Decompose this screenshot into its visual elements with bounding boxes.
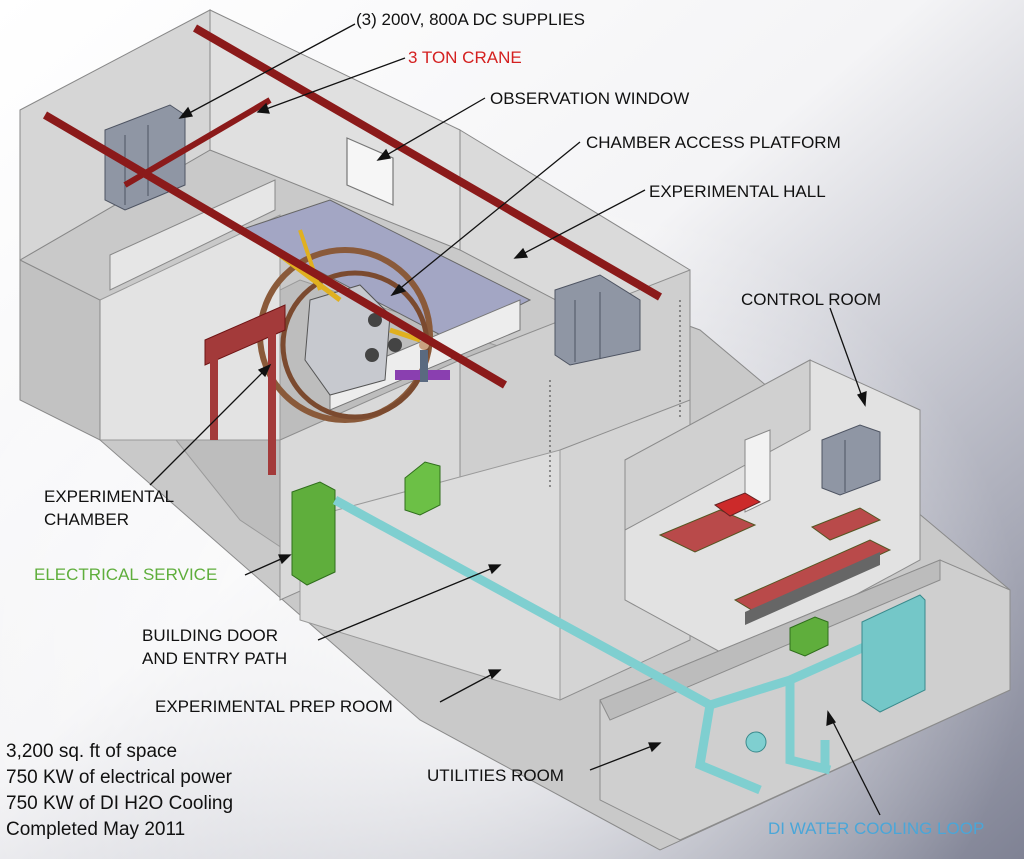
label-experimental-chamber-line2: CHAMBER	[44, 510, 130, 529]
label-experimental-hall: EXPERIMENTAL HALL	[649, 182, 826, 201]
label-crane: 3 TON CRANE	[408, 48, 522, 67]
stat-completed: Completed May 2011	[6, 819, 186, 840]
label-observation-window: OBSERVATION WINDOW	[490, 89, 690, 108]
label-dc-supplies: (3) 200V, 800A DC SUPPLIES	[356, 10, 586, 29]
leader-arrows	[149, 23, 881, 816]
label-electrical-service: ELECTRICAL SERVICE	[34, 565, 218, 584]
label-control-room: CONTROL ROOM	[741, 290, 882, 309]
di-water-cooling-loop	[332, 496, 926, 795]
control-room-desks	[658, 492, 892, 625]
electrical-service-box	[291, 461, 829, 657]
label-building-door-line1: BUILDING DOOR	[142, 626, 279, 645]
stat-area: 3,200 sq. ft of space	[6, 741, 178, 762]
label-experimental-prep-room: EXPERIMENTAL PREP ROOM	[155, 697, 393, 716]
label-building-door-line2: AND ENTRY PATH	[142, 649, 288, 668]
crane	[42, 24, 663, 475]
label-di-water-cooling-loop: DI WATER COOLING LOOP	[768, 819, 985, 838]
label-utilities-room: UTILITIES ROOM	[427, 766, 564, 785]
stat-electrical-power: 750 KW of electrical power	[6, 767, 232, 788]
stat-cooling: 750 KW of DI H2O Cooling	[6, 793, 234, 814]
label-experimental-chamber-line1: EXPERIMENTAL	[44, 487, 175, 506]
label-chamber-access-platform: CHAMBER ACCESS PLATFORM	[586, 133, 841, 152]
facility-stats: 3,200 sq. ft of space 750 KW of electric…	[6, 739, 233, 843]
